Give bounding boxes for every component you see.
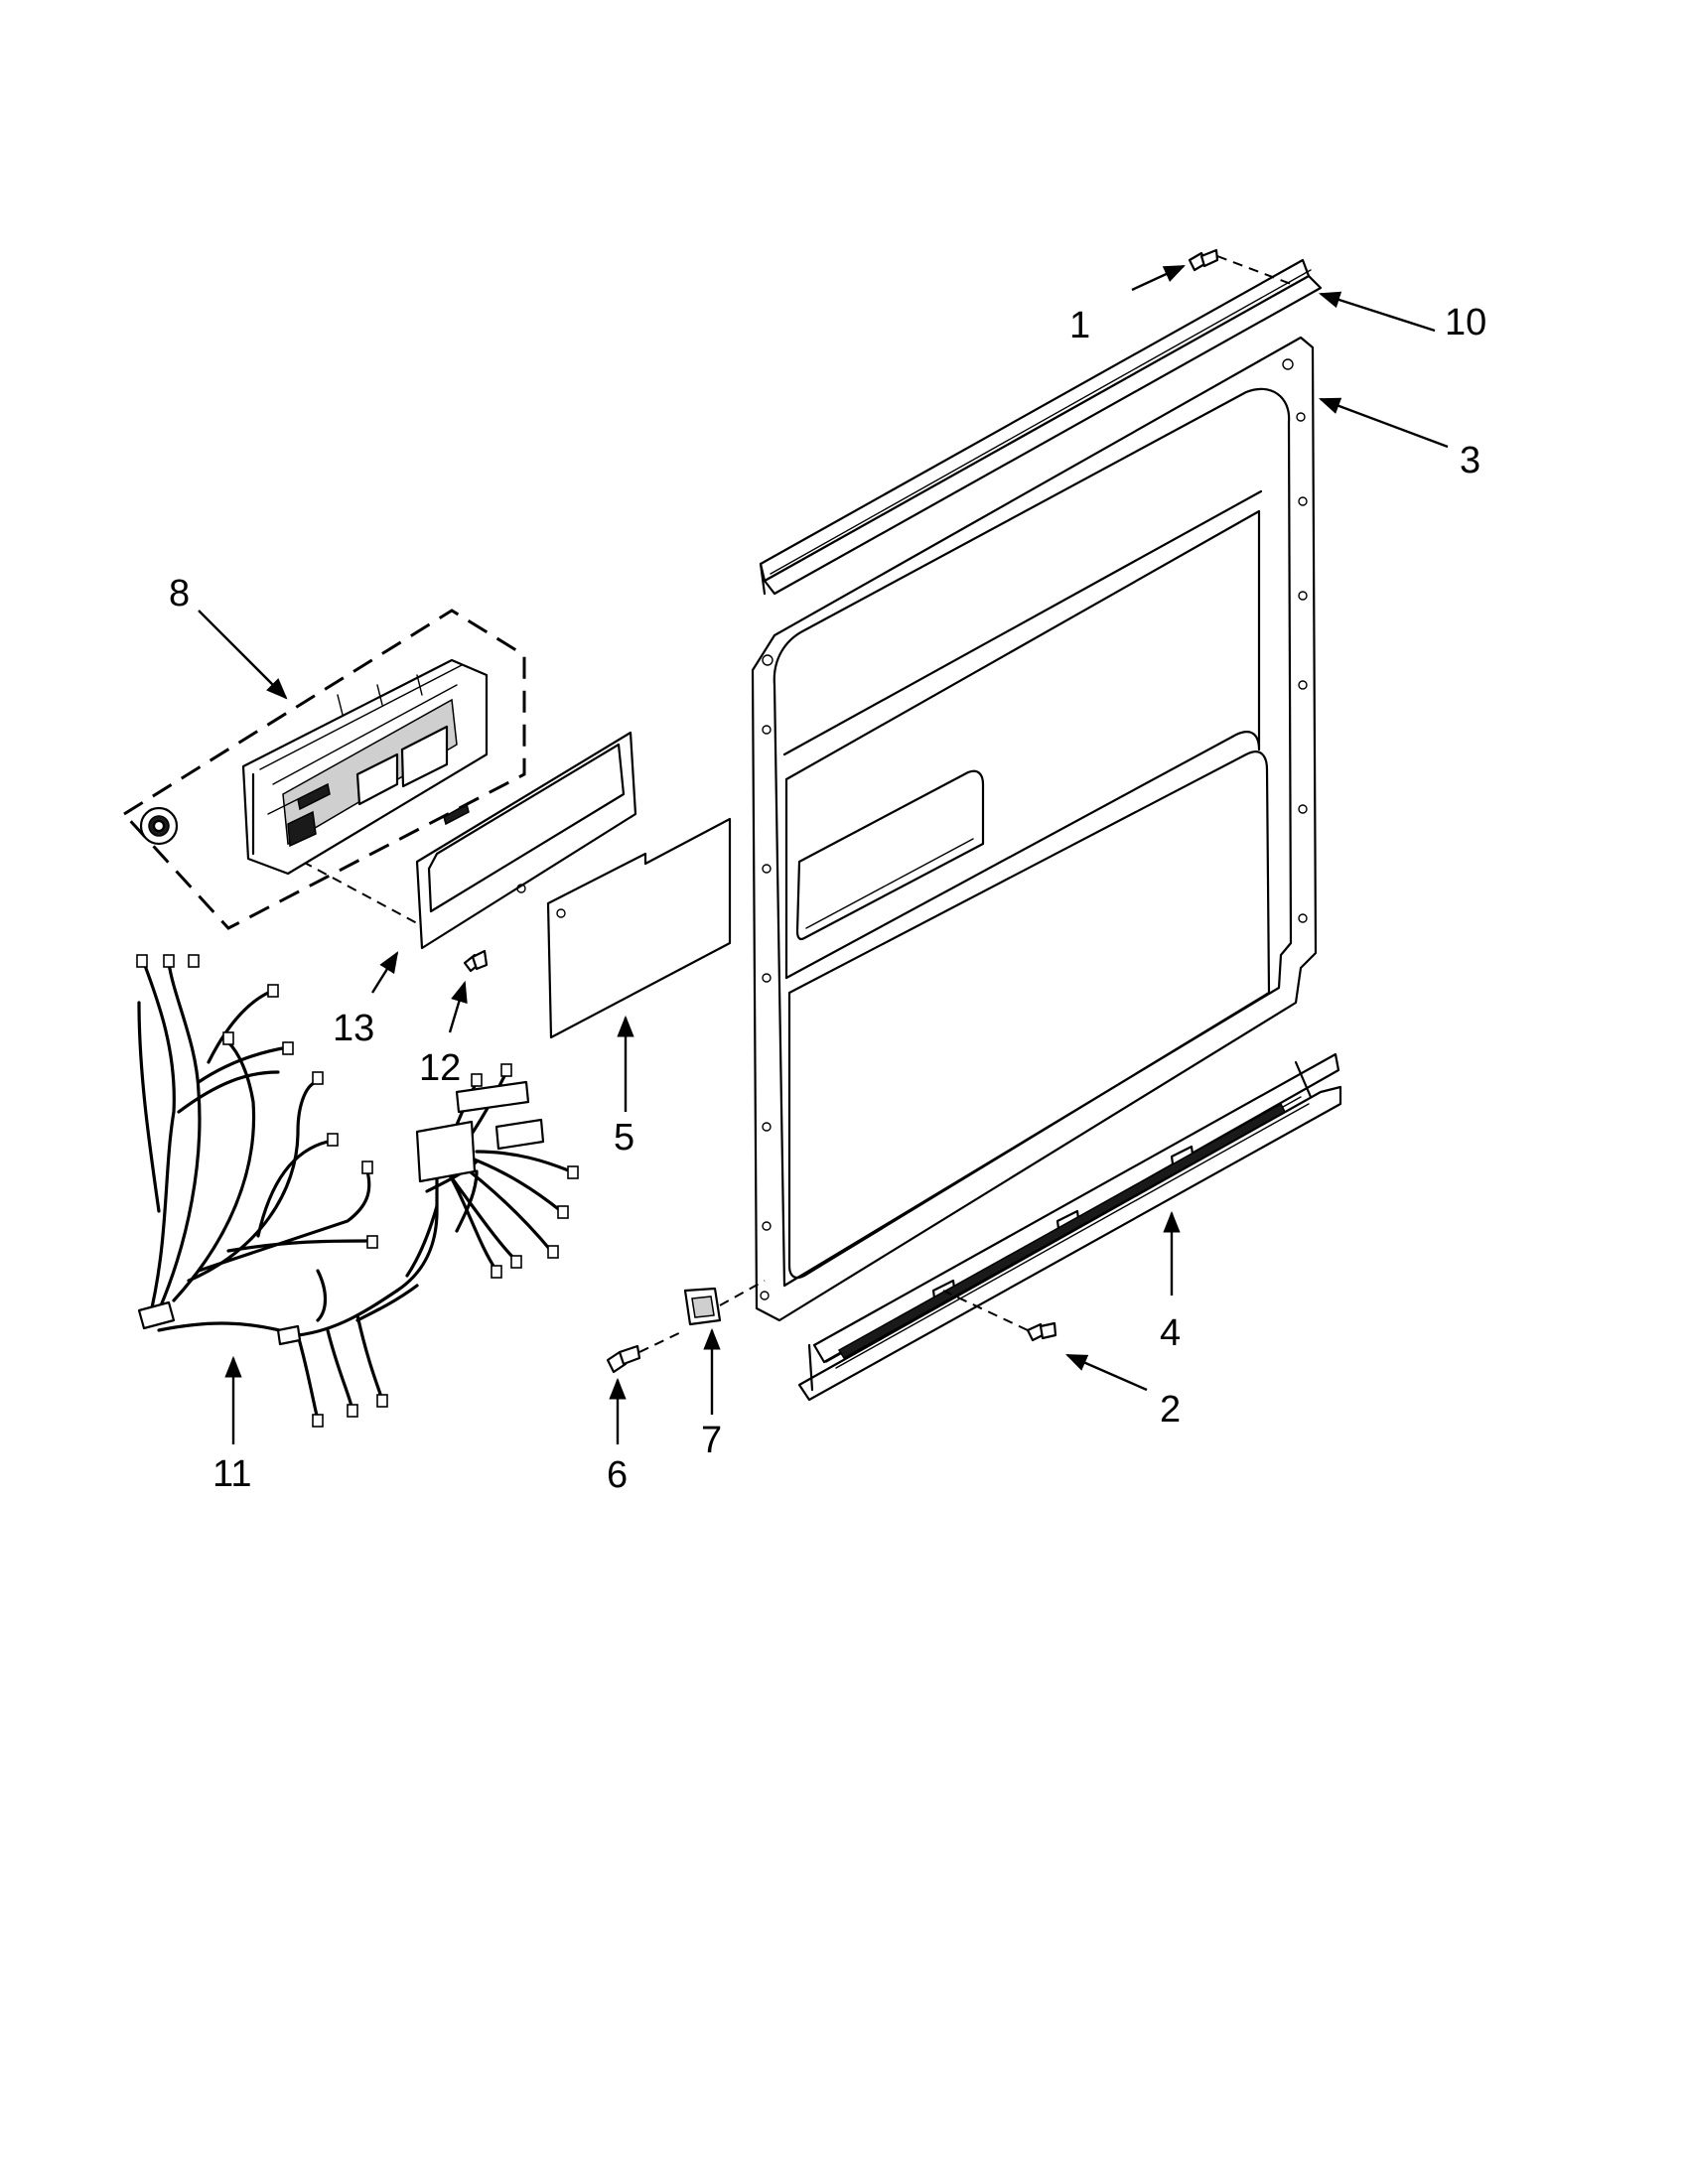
callout-6: 6 [607, 1454, 628, 1496]
leader-1 [1131, 264, 1186, 292]
part-12-screw [463, 949, 489, 973]
leader-13 [370, 951, 399, 994]
callout-3: 3 [1460, 440, 1480, 481]
leader-2 [1065, 1353, 1148, 1392]
part-6-screw [606, 1329, 686, 1374]
leader-3 [1318, 397, 1449, 449]
part-8-control-module [121, 609, 526, 930]
callout-10: 10 [1445, 302, 1486, 343]
callout-12: 12 [419, 1047, 461, 1089]
leader-8 [198, 610, 288, 700]
part-10-top-trim [759, 258, 1323, 596]
leader-12 [448, 980, 468, 1033]
part-2-screw [942, 1290, 1057, 1342]
callout-13: 13 [333, 1008, 374, 1049]
callout-labels: 1 10 3 8 13 12 5 4 2 6 7 11 [169, 302, 1486, 1496]
callout-1: 1 [1069, 305, 1090, 346]
callout-5: 5 [614, 1117, 634, 1159]
part-11-wire-harness [136, 954, 579, 1428]
leader-lines [198, 264, 1449, 1444]
part-5-cover [546, 817, 732, 1039]
part-3-inner-door [751, 336, 1318, 1322]
callout-11: 11 [212, 1453, 251, 1495]
leader-10 [1318, 291, 1436, 333]
callout-4: 4 [1160, 1312, 1181, 1354]
callout-8: 8 [169, 573, 190, 614]
callout-2: 2 [1160, 1389, 1181, 1431]
part-13-gasket [287, 731, 637, 950]
part-7-clip [683, 1280, 766, 1326]
callout-7: 7 [701, 1420, 722, 1461]
part-1-screw [1188, 248, 1292, 285]
screw-holes [760, 358, 1308, 1300]
